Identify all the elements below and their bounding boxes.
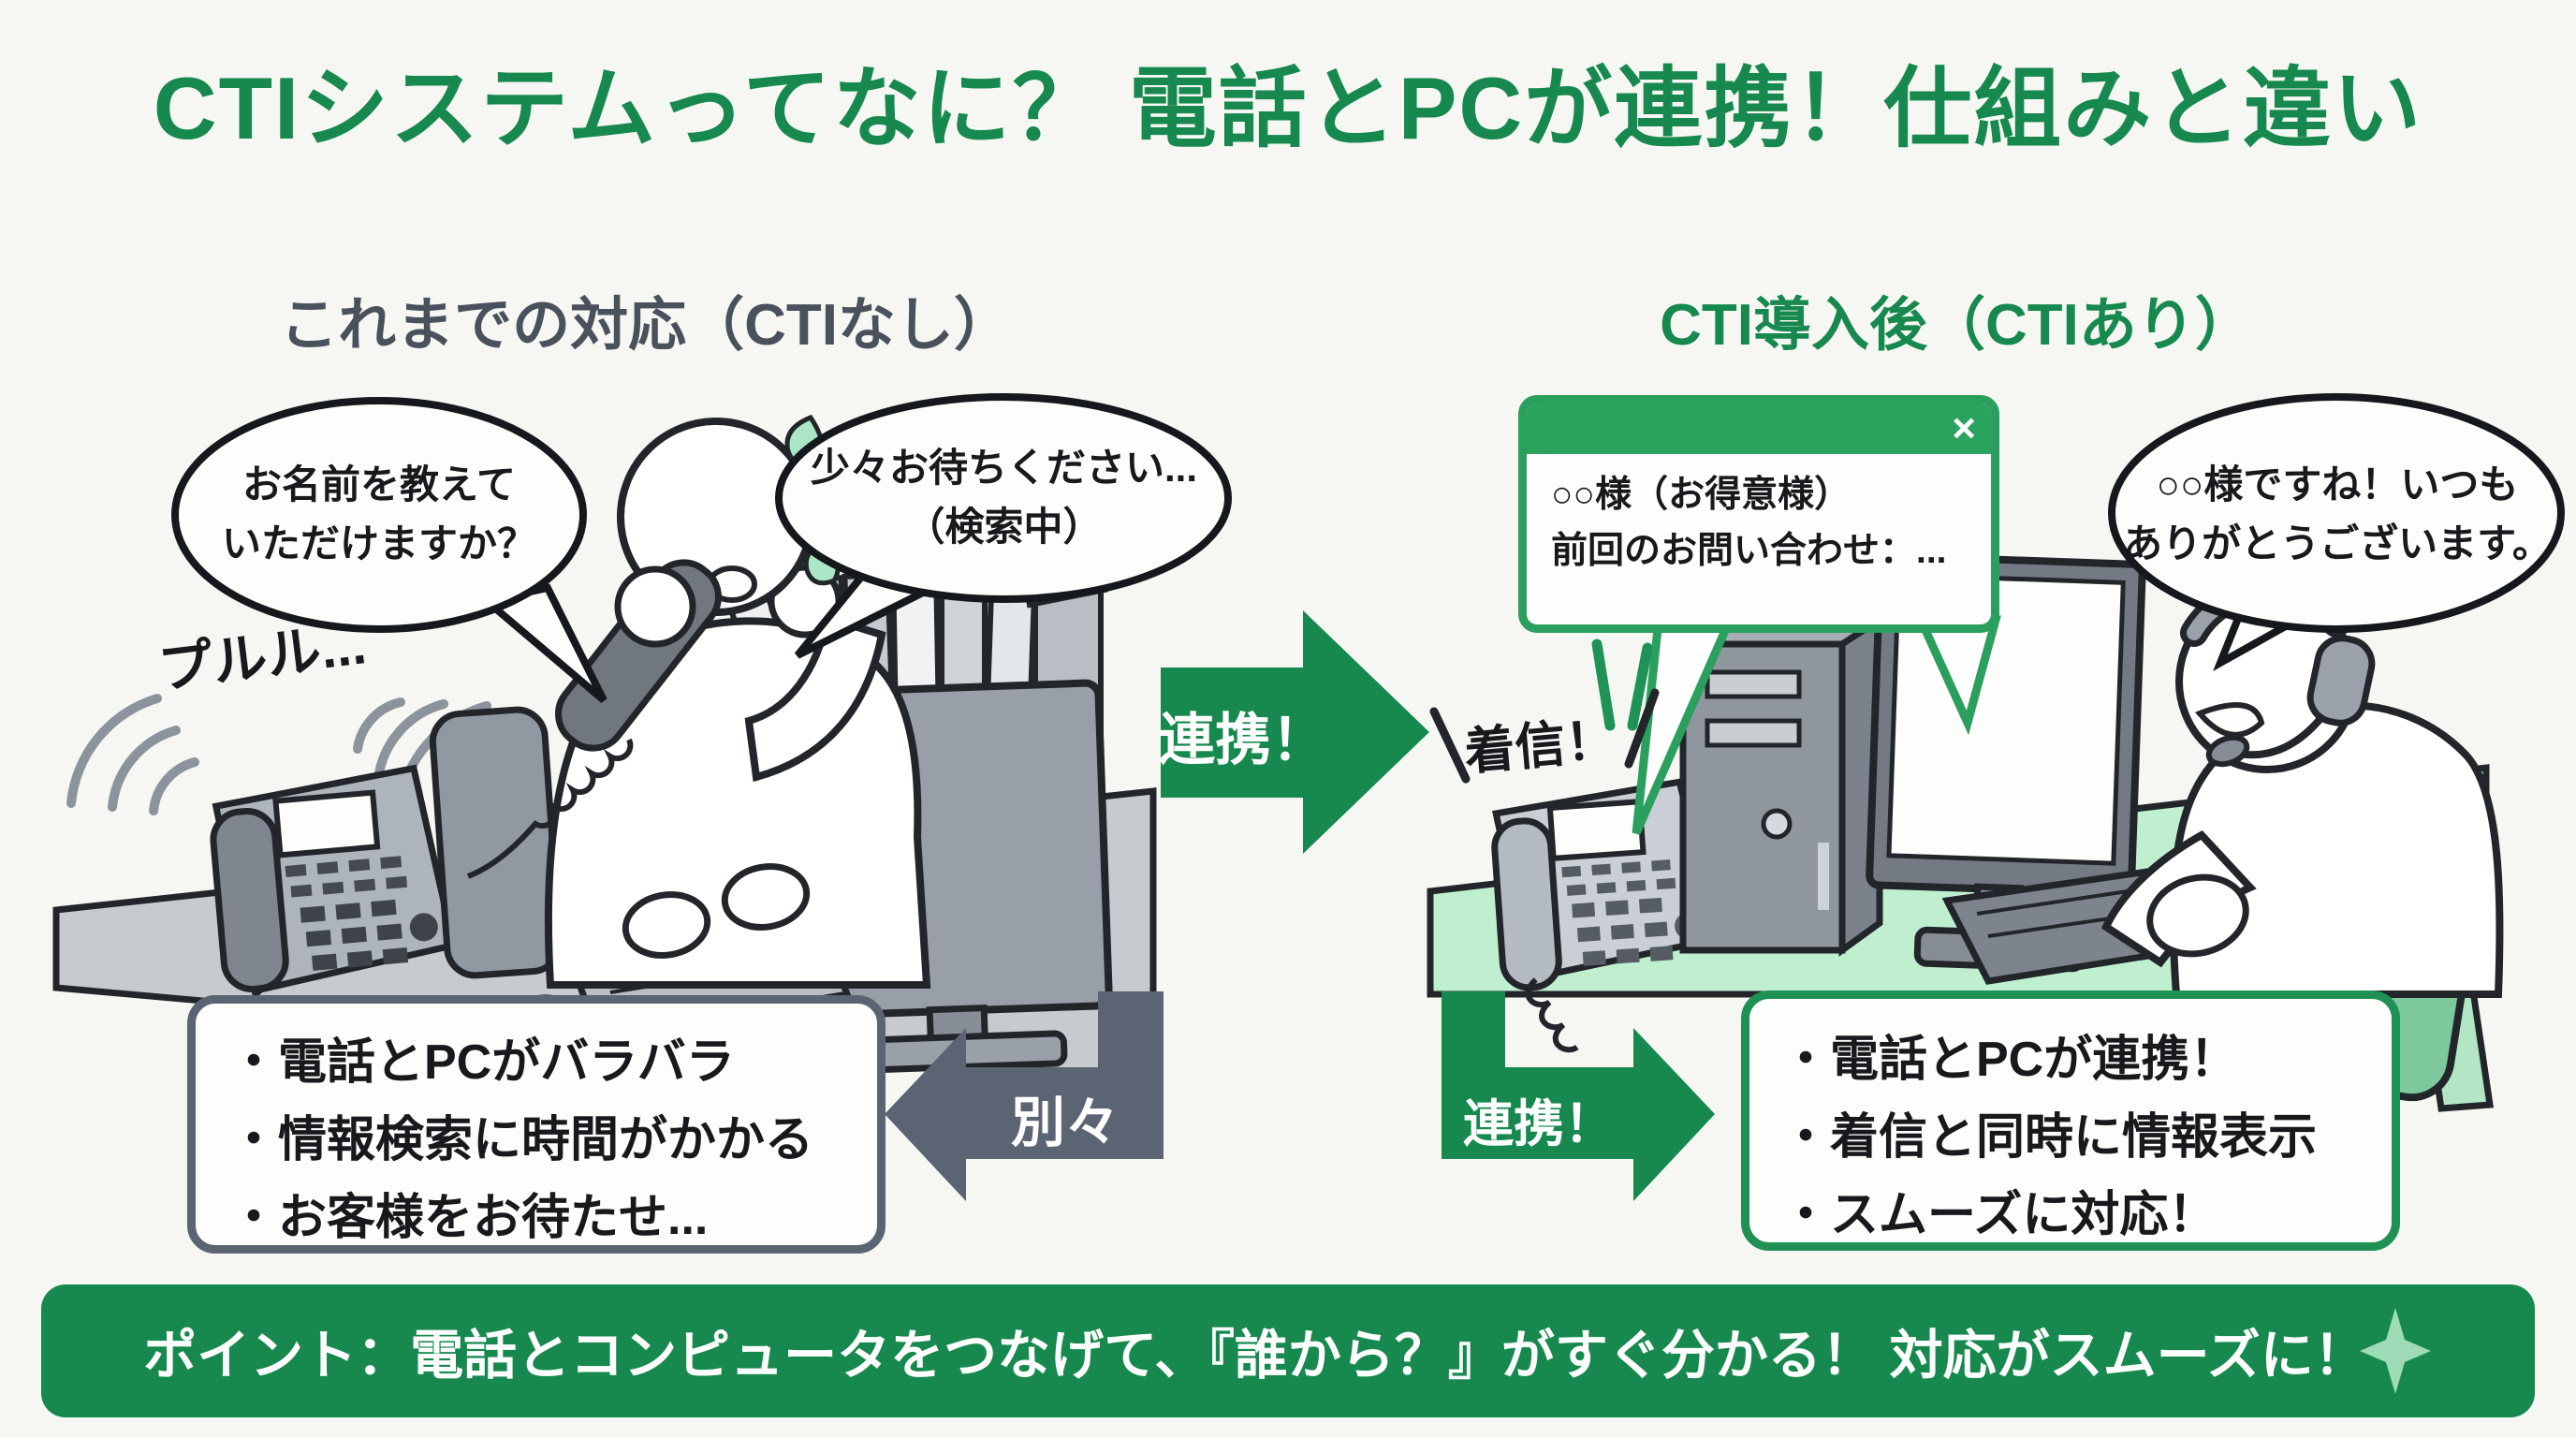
ring-waves-left [66, 694, 491, 815]
bubble-line: いただけますか？ [221, 521, 536, 565]
popup-body: ○○様（お得意様） 前回のお問い合わせ：... [1527, 454, 1991, 580]
benefit-item: ・着信と同時に情報表示 [1781, 1110, 2318, 1166]
benefit-item: ・スムーズに対応！ [1781, 1188, 2217, 1243]
separate-arrow-label: 別々 [1010, 1093, 1120, 1153]
bubble-ask-name [171, 397, 587, 633]
issues-box: ・電話とPCがバラバラ ・情報検索に時間がかかる ・お客様をお待たせ... [187, 995, 886, 1254]
desk-phone-left [210, 764, 458, 1069]
bubble-line: ○○様ですね！いつも [2156, 462, 2519, 506]
incoming-emphasis [1429, 688, 1660, 784]
flash-marks [1591, 638, 1653, 731]
speech-bubbles [171, 393, 2565, 704]
bubble-line: お名前を教えて [242, 462, 516, 506]
headset-mic [2205, 734, 2250, 768]
bubble-greeting-text: ○○様ですね！いつも ありがとうございます。 [2117, 455, 2557, 573]
bubble-line: 少々お待ちください... [810, 446, 1197, 490]
heading-no-cti: これまでの対応（CTIなし） [280, 293, 1012, 358]
bubble-please-wait-text: 少々お待ちください... （検索中） [786, 438, 1222, 556]
bubble-greeting [2108, 393, 2565, 633]
popup-customer-line: ○○様（お得意様） [1551, 475, 1852, 515]
operator-right [2100, 576, 2504, 998]
link-arrow-center [1161, 610, 1429, 854]
issue-item: ・情報検索に時間がかかる [229, 1113, 814, 1168]
point-banner: ポイント：電話とコンピュータをつなげて、『誰から？』がすぐ分かる！ 対応がスムー… [41, 1284, 2535, 1417]
link-arrow-bottom-label: 連携！ [1463, 1096, 1615, 1152]
link-arrow-bottom [1442, 991, 1715, 1201]
bubble-line: （検索中） [905, 505, 1103, 549]
bubble-line: ありがとうございます。 [2123, 521, 2552, 565]
benefit-item: ・電話とPCが連携！ [1781, 1033, 2239, 1087]
popup-history-line: 前回のお問い合わせ：... [1551, 531, 1947, 572]
issue-item: ・お客様をお待たせ... [229, 1191, 709, 1246]
close-icon: × [1952, 405, 1976, 451]
page-title: CTIシステムってなに？ 電話とPCが連携！仕組みと違い [153, 59, 2423, 157]
point-banner-text: ポイント：電話とコンピュータをつなげて、『誰から？』がすぐ分かる！ 対応がスムー… [143, 1326, 2367, 1386]
popup-titlebar: × [1527, 404, 1991, 454]
operator-left [466, 414, 931, 989]
bubble-ask-name-text: お名前を教えて いただけますか？ [192, 455, 566, 573]
separate-arrow [885, 991, 1164, 1201]
desk-phone-right [1491, 778, 1721, 1053]
headset-earcup [2306, 635, 2376, 726]
sparkle-icon [2359, 1308, 2431, 1394]
cti-popup-window: × ○○様（お得意様） 前回のお問い合わせ：... [1518, 395, 1999, 633]
bubble-please-wait [775, 393, 1232, 603]
link-arrow-center-label: 連携！ [1159, 709, 1327, 771]
chair-left [429, 706, 564, 979]
issue-item: ・電話とPCがバラバラ [229, 1035, 735, 1090]
benefits-box: ・電話とPCが連携！ ・着信と同時に情報表示 ・スムーズに対応！ [1741, 990, 2400, 1251]
heading-with-cti: CTI導入後（CTIあり） [1660, 293, 2253, 358]
